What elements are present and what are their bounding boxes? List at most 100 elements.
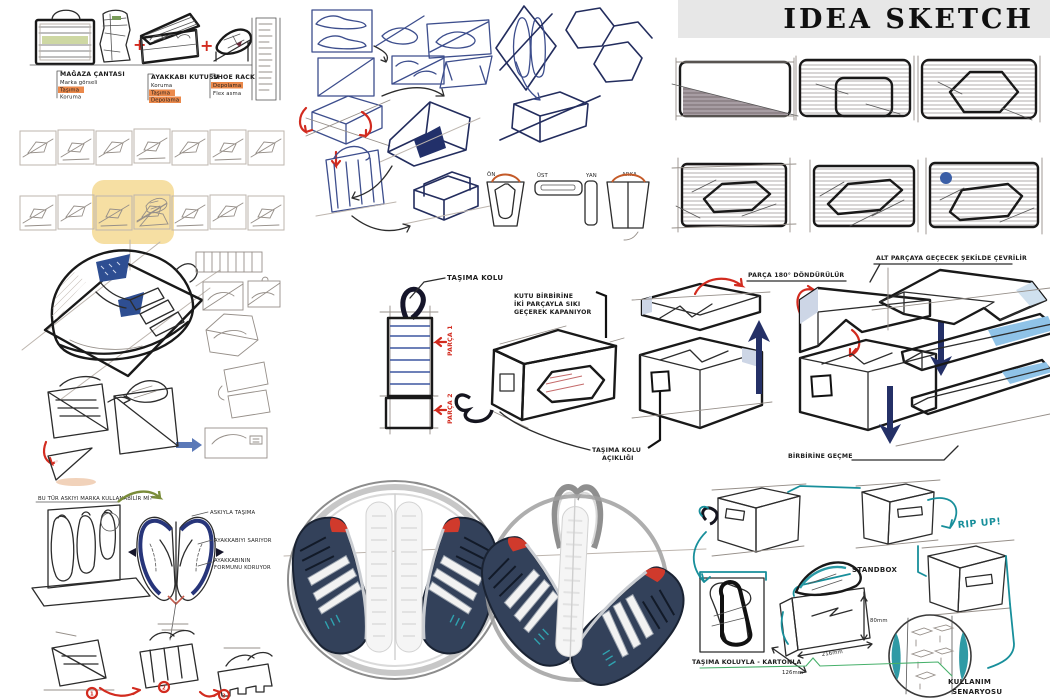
depth-dim: 126mm — [782, 670, 803, 676]
display-wall-sketch — [31, 504, 151, 607]
storyboard-circle — [888, 614, 972, 698]
margin-notes-column — [251, 17, 281, 101]
form-label: FORMUNU KORUYOR — [214, 565, 271, 571]
usage-scenario-flow: RIP UP! TAŞIMA KOLUYLA - KARTONLA ST — [692, 479, 1015, 698]
isobox-rotation-sketch — [298, 95, 391, 170]
page-title: IDEA SKETCH — [783, 3, 1034, 35]
interlock-label: BİRBİRİNE GEÇME — [788, 451, 853, 460]
note-line: Flex asma — [213, 91, 241, 97]
usage-label: SENARYOSU — [952, 688, 1002, 696]
closing-note: GEÇEREK KAPANIYOR — [514, 309, 592, 316]
stepped-box-sketch — [351, 171, 491, 233]
panel-gray-rect-hole — [795, 55, 915, 121]
highlighted-shoe-thumb — [136, 197, 169, 227]
note-line: Depolama — [213, 83, 241, 89]
shoe-diagonal-sketch — [375, 15, 425, 47]
usage-label: KULLANIM — [948, 678, 991, 686]
panel-blue-hex-hole — [925, 157, 1043, 235]
hexagon-pattern-sketch — [565, 7, 653, 83]
down-arrow-icon — [879, 386, 901, 444]
panel-red-hex-hole — [671, 157, 797, 233]
handle-label: TAŞIMA KOLU — [447, 274, 503, 282]
panel-gray-hex-hole — [917, 55, 1041, 123]
open-wedge-sketch — [379, 87, 481, 167]
panel-green-hex-hole — [809, 159, 919, 233]
butterfly-carrier-sketch — [128, 516, 224, 606]
note-line: Marka görseli — [60, 80, 98, 86]
assembly-steps: PARÇA 180° DÖNDÜRÜLÜR ALT PARÇAYA GEÇECE… — [631, 253, 1050, 461]
handle-opening-label: AÇIKLIĞI — [602, 453, 634, 462]
side-view-label: YAN — [585, 173, 597, 179]
note-title: MAĞAZA ÇANTASI — [60, 69, 125, 78]
form-label: AYAKKABININ — [214, 558, 250, 564]
note-line: Taşıma — [59, 88, 79, 94]
note-line: Koruma — [151, 83, 172, 89]
shopping-bag-icon — [34, 9, 96, 66]
curve-arrow-icon — [373, 45, 389, 63]
fit-label: ALT PARÇAYA GEÇECEK ŞEKİLDE ÇEVRİLİR — [876, 253, 1027, 262]
step-number: 3 — [222, 694, 226, 700]
standbox-label: STANDBOX — [852, 566, 897, 574]
packaging-equation-sketch: + + MA — [29, 9, 281, 104]
closing-note: İKİ PARÇAYLA SIKI — [514, 299, 580, 308]
isometric-carry-box: KUTU BİRBİRİNE İKİ PARÇAYLA SIKI GEÇEREK… — [454, 290, 662, 462]
flow-box-1 — [698, 483, 807, 557]
part2-label: PARÇA 2 — [447, 393, 454, 424]
transition-arrow-icon — [117, 490, 164, 503]
note-title: SHOE RACK — [213, 74, 255, 81]
rotate-label: PARÇA 180° DÖNDÜRÜLÜR — [748, 270, 844, 279]
shoe-box-diagonal-sketch — [426, 19, 492, 59]
handle-box-concept: TAŞIMA KOLU PARÇA 1 PARÇA 2 — [379, 274, 503, 435]
open-shoebox-icon — [139, 12, 201, 65]
carrier-render-front — [280, 480, 513, 680]
width-dim: 216mm — [821, 649, 843, 658]
carrier-render-handle — [462, 484, 707, 700]
handle-opening-label: TAŞIMA KOLU — [592, 447, 641, 454]
rip-up-label: RIP UP! — [957, 516, 1001, 531]
two-shoes-rect-sketch — [391, 55, 445, 85]
front-view-label: ÖN — [487, 171, 495, 178]
diamond-soles-sketch — [495, 5, 557, 91]
flow-box-2 — [855, 479, 941, 549]
wedge-tryouts — [42, 375, 179, 486]
title-bar: IDEA SKETCH — [678, 0, 1050, 38]
carry-mode-label: TAŞIMA KOLUYLA - KARTONLA — [692, 659, 801, 666]
angled-hexbox-sketch — [499, 61, 601, 143]
step2-parts — [796, 284, 952, 432]
right-arrow-icon — [176, 438, 202, 452]
stand-step-sketches: 1 2 3 — [43, 629, 273, 700]
render-handle-loop — [551, 484, 604, 549]
carry-handle-loop — [400, 286, 426, 320]
graphic-panel-grid — [671, 55, 1043, 235]
hero-sneaker-sketch — [50, 249, 198, 361]
height-dim: 80mm — [870, 618, 888, 624]
flow-box-3 — [921, 539, 1015, 617]
panel-gray-diagonal — [671, 57, 799, 121]
carrier-exploration: BU TÜR ASKIYI MARKA KULLANABİLİR Mİ? — [31, 490, 273, 700]
note-line: Depolama — [151, 98, 179, 104]
step-number: 1 — [90, 692, 94, 698]
wrap-label: AYAKKABIYI SARIYOR — [214, 538, 272, 544]
highlight-blob — [92, 180, 174, 244]
parallelogram-sketch — [439, 55, 493, 89]
shoes-in-rect-sketch — [311, 9, 373, 53]
box-part1 — [386, 316, 434, 398]
step1-parts — [631, 277, 773, 430]
box-strap-handle — [454, 393, 494, 424]
step-number: 2 — [162, 686, 166, 692]
wrapped-shoes-frame — [692, 531, 767, 653]
shoe-rack-icon — [213, 28, 253, 62]
top-view-label: ÜST — [537, 172, 549, 179]
plus-icon: + — [200, 36, 214, 55]
note-title: AYAKKABI KUTUSU — [151, 74, 219, 81]
standbox-sketch: STANDBOX 80mm 216mm 126mm — [771, 561, 897, 676]
concept-thumbs-column — [176, 251, 281, 459]
question-label: BU TÜR ASKIYI MARKA KULLANABİLİR Mİ? — [38, 495, 153, 502]
carry-label: ASKIYLA TAŞIMA — [210, 510, 256, 516]
box-part2 — [384, 396, 434, 430]
note-line: Koruma — [60, 95, 81, 101]
hero-sneaker-cluster — [21, 239, 281, 486]
crumpled-bag-icon — [99, 9, 131, 63]
up-arrow-icon — [748, 320, 770, 394]
